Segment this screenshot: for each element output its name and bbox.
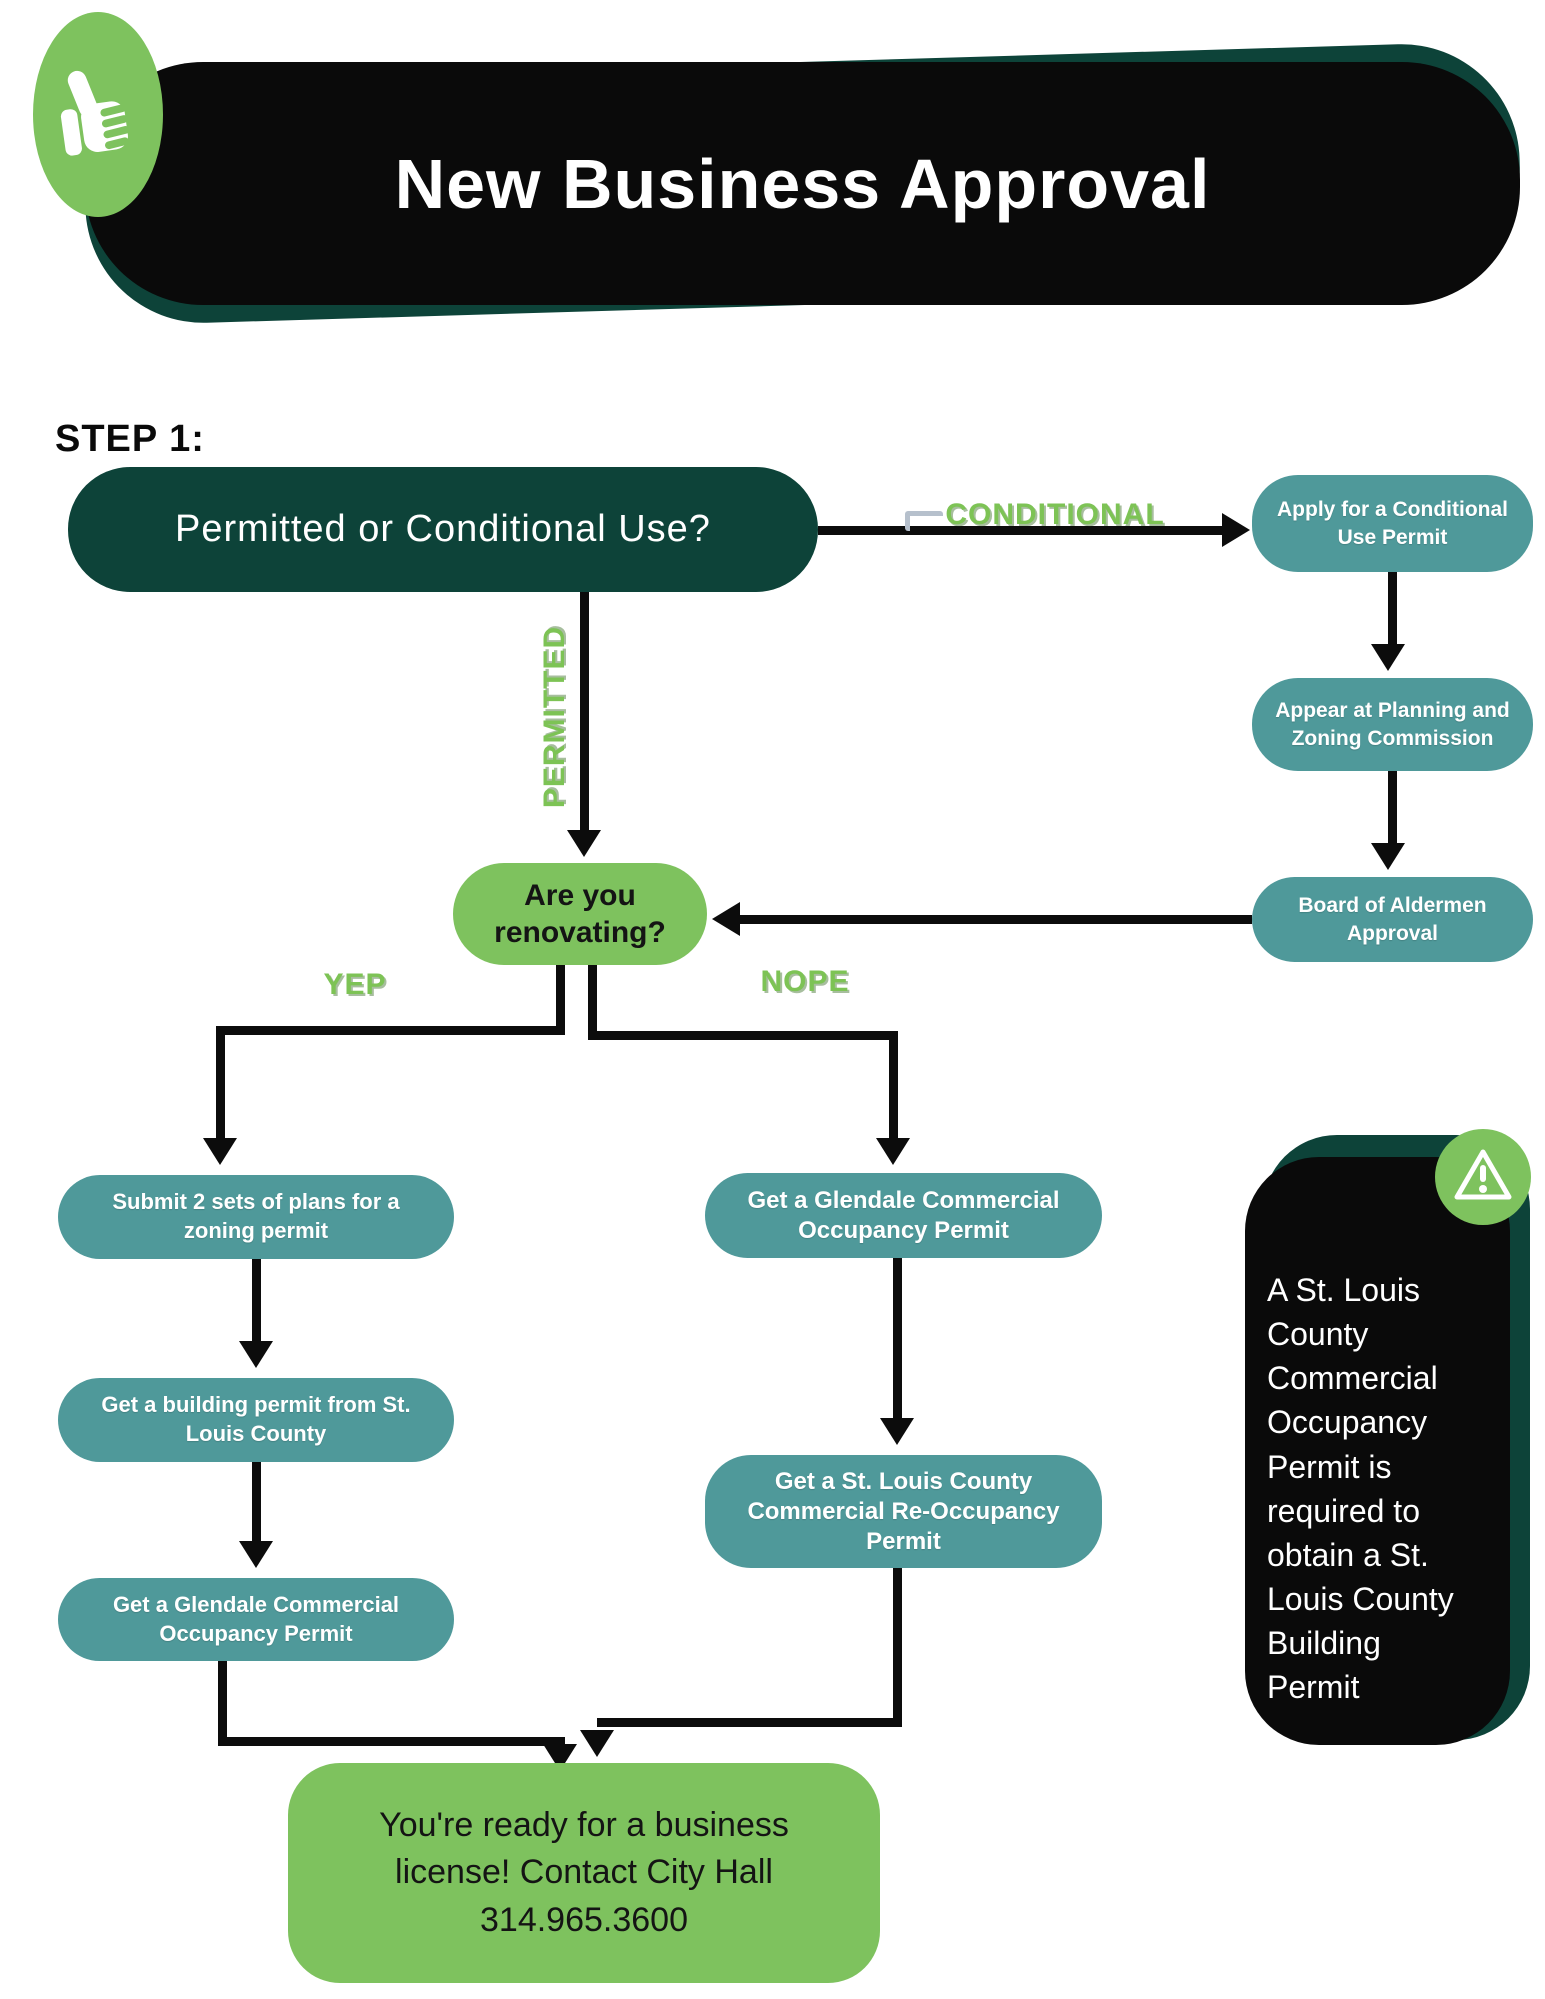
- flow-box-text: Apply for a Conditional Use Permit: [1277, 498, 1508, 549]
- arrowhead-down: [203, 1138, 237, 1165]
- arrowhead-down: [1371, 644, 1405, 671]
- thumbs-up-badge: [33, 12, 163, 217]
- connector-line: [597, 1718, 902, 1727]
- connector-line: [889, 1031, 898, 1138]
- flow-box-submit-plans-zoning-permit: Submit 2 sets of plans for a zoning perm…: [58, 1175, 454, 1259]
- decision-permitted-or-conditional: Permitted or Conditional Use?: [68, 467, 818, 592]
- flow-box-building-permit-county: Get a building permit from St. Louis Cou…: [58, 1378, 454, 1462]
- flow-box-apply-conditional-use-permit: Apply for a Conditional Use Permit: [1252, 475, 1533, 572]
- flow-box-text: Appear at Planning and Zoning Commission: [1275, 699, 1510, 750]
- flow-box-text: Get a building permit from St. Louis Cou…: [101, 1392, 411, 1446]
- header-bar: New Business Approval: [85, 62, 1520, 305]
- arrowhead-conditional: [1222, 513, 1250, 547]
- page-title: New Business Approval: [394, 144, 1211, 223]
- permitted-label: PERMITTED: [538, 625, 571, 809]
- connector-conditional-line: [818, 526, 1222, 535]
- step-label: STEP 1:: [55, 418, 205, 460]
- connector-line: [1388, 572, 1397, 644]
- connector-line: [588, 965, 597, 1040]
- final-box-text: You're ready for a business license! Con…: [379, 1805, 789, 1939]
- thumbs-up-icon: [43, 57, 153, 172]
- highlight-artifact: [905, 511, 943, 531]
- connector-line: [252, 1259, 261, 1341]
- flow-box-reoccupancy-permit: Get a St. Louis County Commercial Re-Occ…: [705, 1455, 1102, 1568]
- flow-box-text: Get a St. Louis County Commercial Re-Occ…: [747, 1467, 1060, 1555]
- flow-box-glendale-occupancy-permit-right: Get a Glendale Commercial Occupancy Perm…: [705, 1173, 1102, 1258]
- connector-line: [588, 1031, 898, 1040]
- connector-line: [893, 1568, 902, 1718]
- arrowhead-down: [876, 1138, 910, 1165]
- decision-renovating-text: Are you renovating?: [494, 878, 666, 950]
- connector-permitted-line: [580, 592, 589, 830]
- final-box-business-license: You're ready for a business license! Con…: [288, 1763, 880, 1983]
- connector-line: [1388, 771, 1397, 843]
- decision-are-you-renovating: Are you renovating?: [453, 863, 707, 965]
- arrowhead-down: [239, 1341, 273, 1368]
- warning-badge: [1435, 1129, 1531, 1225]
- yep-label: YEP: [323, 968, 387, 1001]
- nope-label: NOPE: [760, 965, 850, 998]
- warning-card: [1245, 1157, 1510, 1745]
- warning-text: A St. Louis County Commercial Occupancy …: [1267, 1272, 1454, 1706]
- connector-line: [556, 965, 565, 1035]
- connector-line: [218, 1661, 227, 1737]
- warning-triangle-icon: [1452, 1146, 1514, 1209]
- flow-box-text: Submit 2 sets of plans for a zoning perm…: [112, 1189, 400, 1243]
- flow-box-planning-zoning-commission: Appear at Planning and Zoning Commission: [1252, 678, 1533, 771]
- arrowhead-down: [1371, 843, 1405, 870]
- flow-box-text: Get a Glendale Commercial Occupancy Perm…: [112, 1591, 400, 1646]
- flow-box-text: Board of Aldermen Approval: [1298, 894, 1487, 945]
- connector-line: [252, 1462, 261, 1541]
- arrowhead-permitted: [567, 830, 601, 857]
- connector-line: [218, 1737, 565, 1746]
- arrowhead-down: [239, 1541, 273, 1568]
- connector-line: [216, 1026, 225, 1138]
- connector-line: [893, 1258, 902, 1418]
- connector-line: [216, 1026, 565, 1035]
- flow-box-glendale-occupancy-permit-left: Get a Glendale Commercial Occupancy Perm…: [58, 1578, 454, 1661]
- arrowhead-left: [712, 902, 740, 936]
- arrowhead-down: [880, 1418, 914, 1445]
- flow-box-board-of-aldermen-approval: Board of Aldermen Approval: [1252, 877, 1533, 962]
- decision-permitted-or-conditional-text: Permitted or Conditional Use?: [175, 508, 711, 550]
- flow-box-text: Get a Glendale Commercial Occupancy Perm…: [747, 1186, 1060, 1244]
- arrowhead-down: [580, 1730, 614, 1757]
- connector-line: [740, 915, 1252, 924]
- conditional-label: CONDITIONAL: [945, 498, 1165, 531]
